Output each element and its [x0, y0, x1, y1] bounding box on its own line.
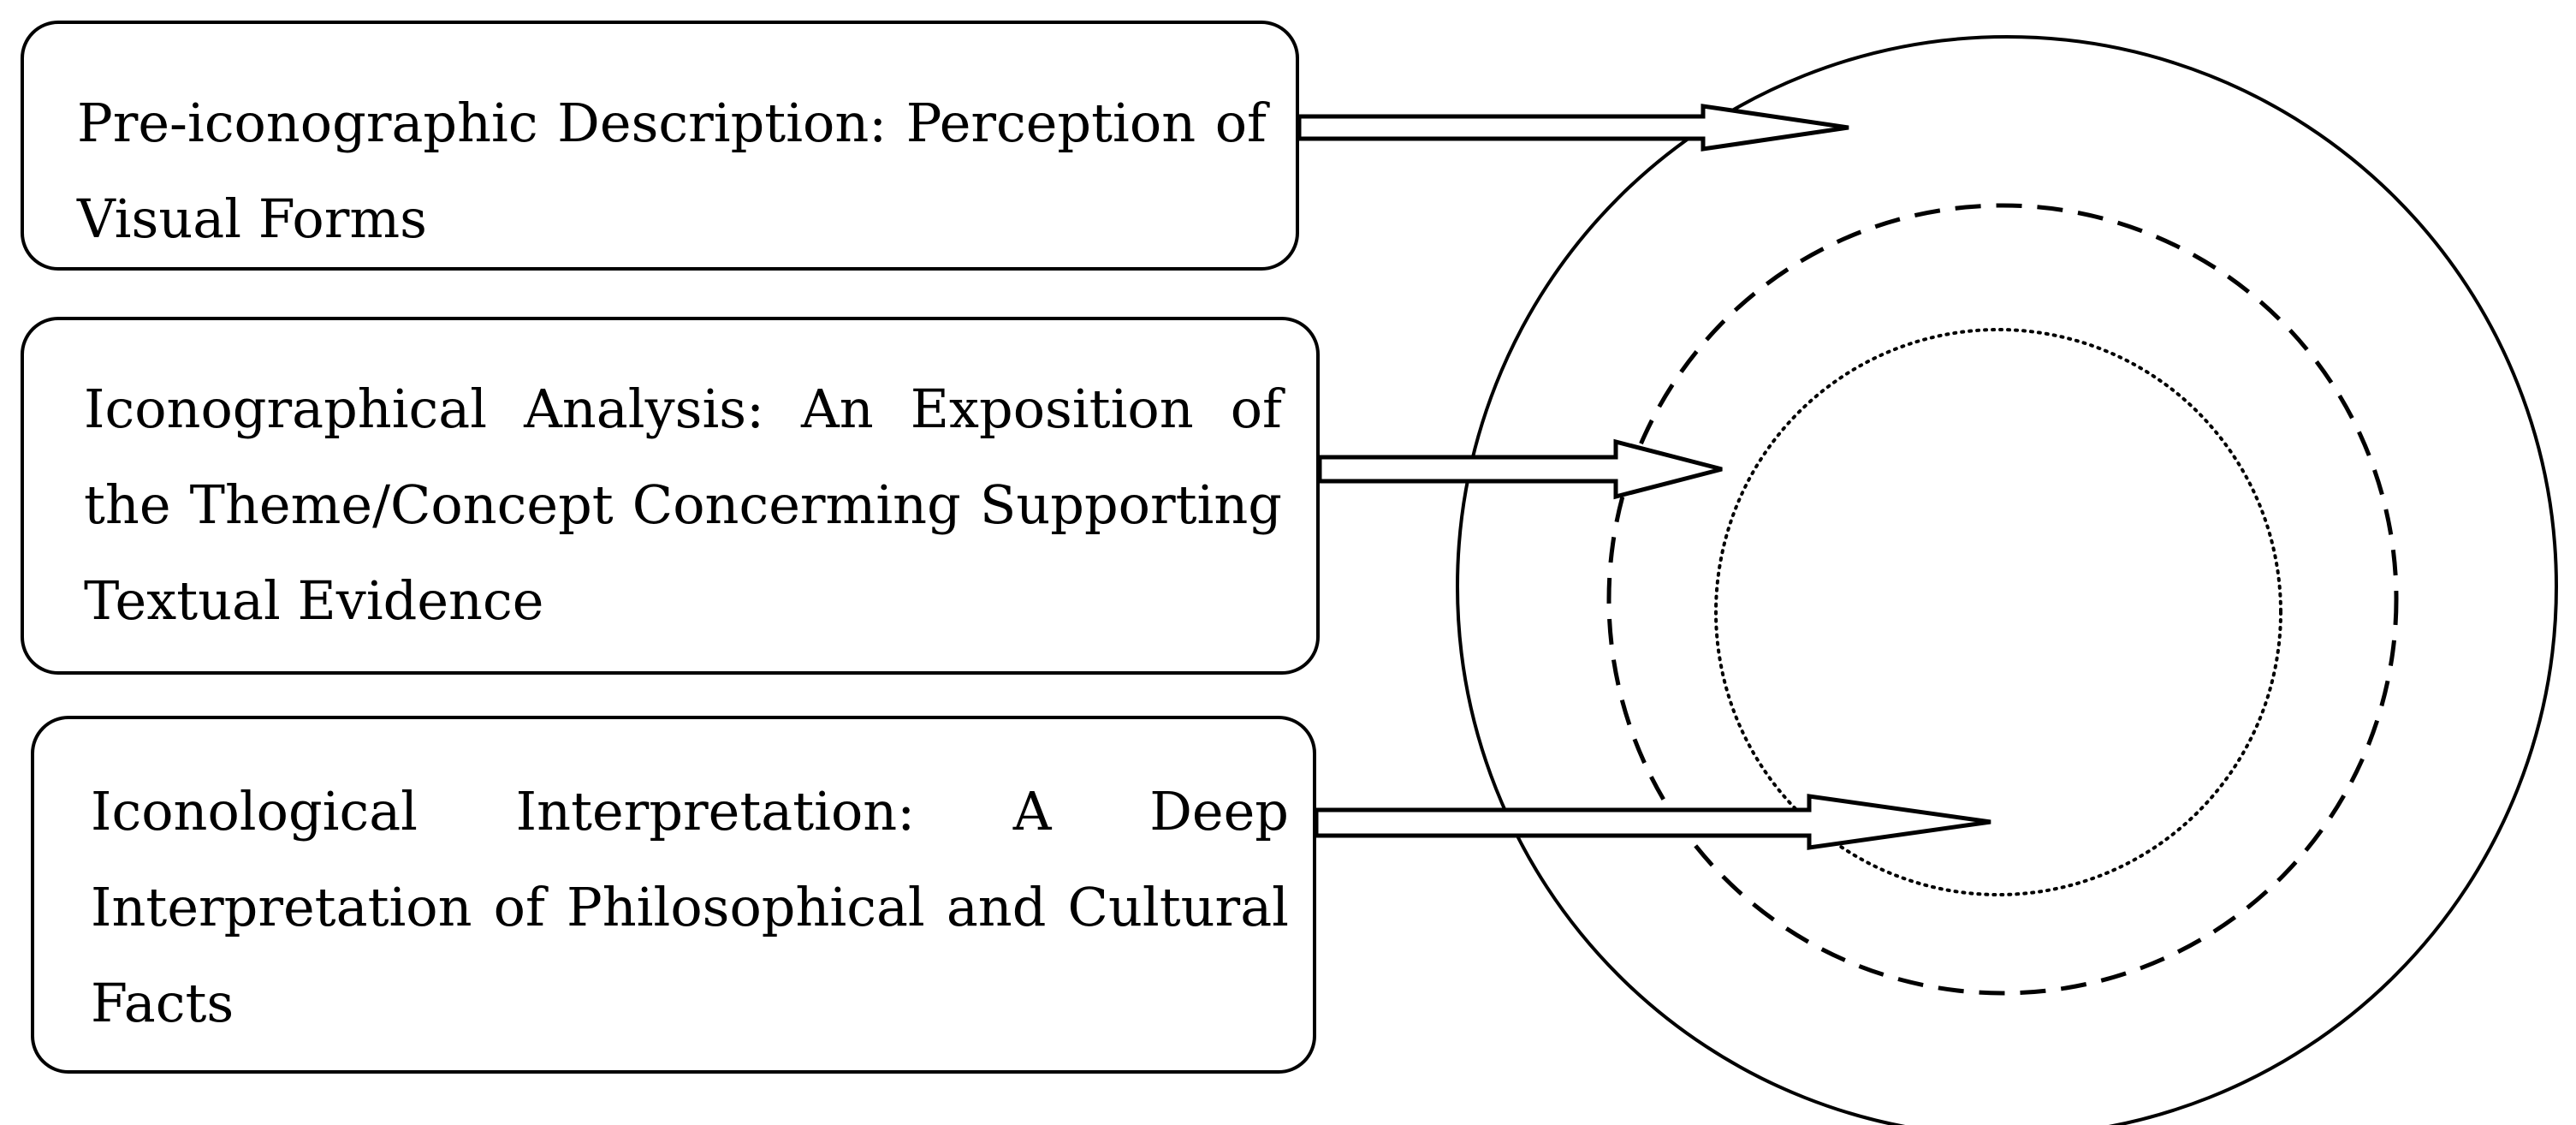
level-label-iconological: Iconological Interpretation: A Deep Inte… [91, 780, 1289, 1034]
level-box-iconographical: Iconographical Analysis: An Exposition o… [21, 317, 1320, 675]
arrow-to-middle-ring [1317, 438, 1723, 500]
arrow-to-outer-ring [1297, 104, 1849, 152]
level-box-pre-iconographic: Pre-iconographic Description: Perception… [21, 21, 1299, 271]
outer-ring [1456, 35, 2558, 1125]
level-label-pre-iconographic: Pre-iconographic Description: Perception… [77, 92, 1267, 250]
level-box-iconological: Iconological Interpretation: A Deep Inte… [31, 716, 1316, 1074]
inner-ring [1714, 328, 2282, 896]
middle-ring [1606, 203, 2399, 996]
arrow-to-inner-ring [1314, 794, 1991, 850]
level-label-iconographical: Iconographical Analysis: An Exposition o… [84, 378, 1282, 632]
